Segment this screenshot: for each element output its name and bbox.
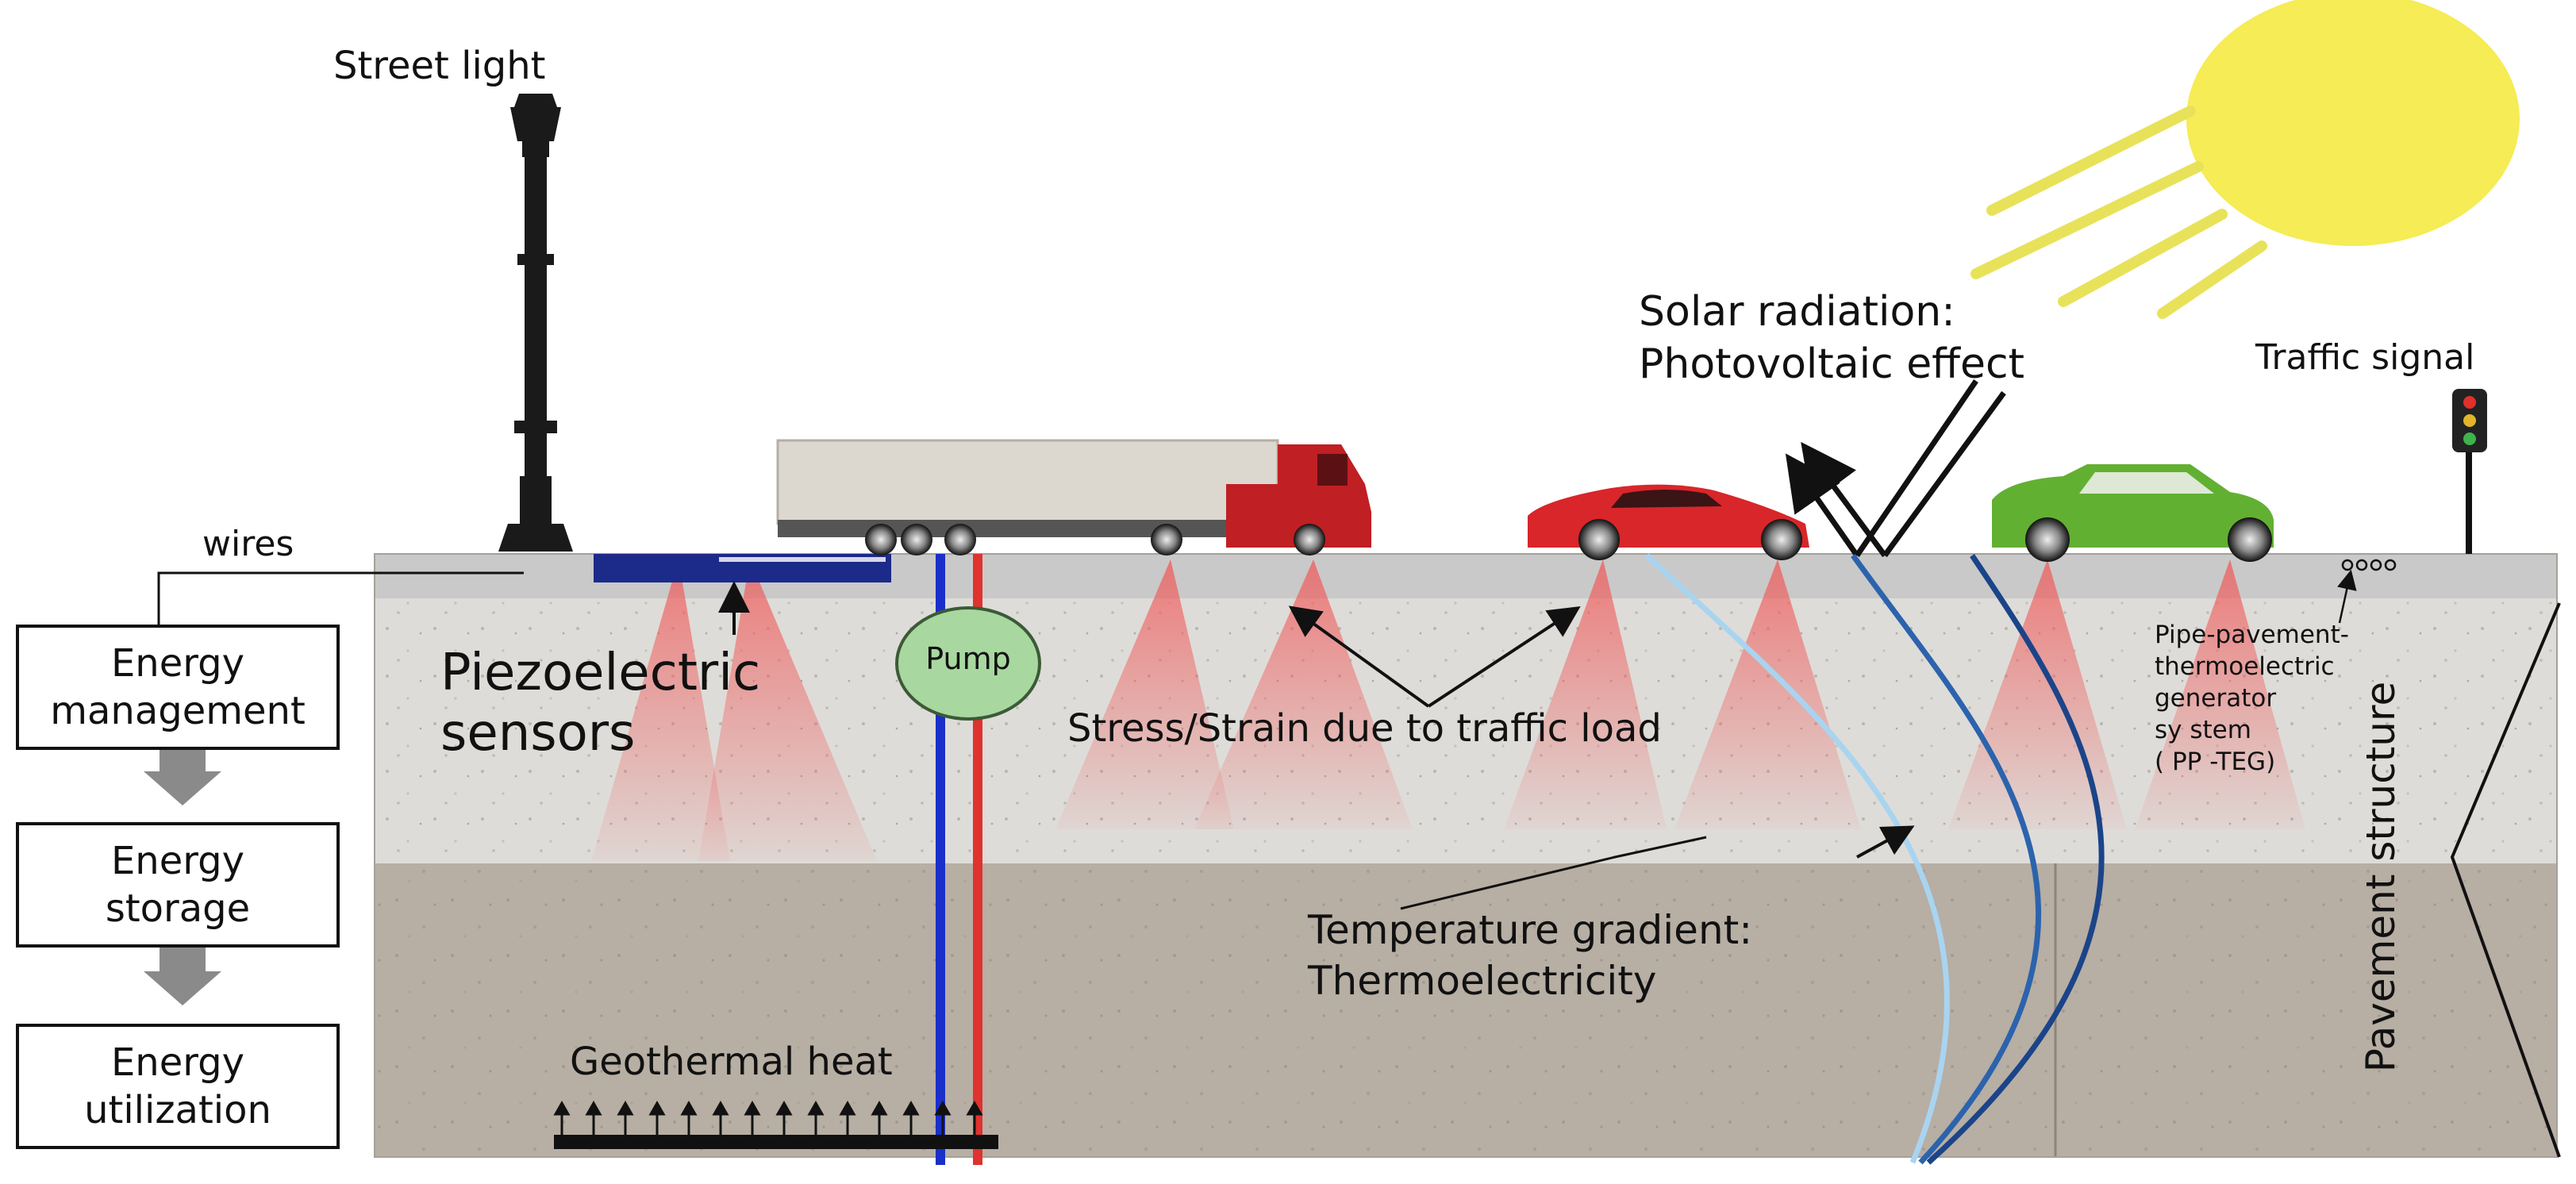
stress-strain-label: Stress/Strain due to traffic load [1067,706,1662,751]
stress-cones [591,559,2305,861]
street-light [498,94,573,552]
sun-disc [2186,0,2520,246]
gradient-curve-light [1644,553,1950,1164]
solar-arrows [1785,379,2006,558]
heat-arrow-head [839,1100,856,1116]
piezoelectric-plate [594,554,891,582]
traffic-signal [2452,389,2487,554]
green-suv [1992,464,2274,562]
heat-arrow-head [807,1100,825,1116]
stress-cone [1674,559,1861,829]
energy-utilization-box: Energy utilization [16,1024,340,1149]
piezoelectric-sensors-label: Piezoelectric sensors [440,644,761,763]
heat-arrow-head [775,1100,793,1116]
energy-flow-arrows [144,744,221,1005]
heat-arrow-head [871,1100,888,1116]
heat-arrow-head [585,1100,602,1116]
temperature-gradient-label: Temperature gradient: Thermoelectricity [1308,907,1753,1004]
energy-storage-box: Energy storage [16,822,340,948]
pavement-structure-label: Pavement structure [2358,681,2404,1073]
geothermal-heat-arrows [553,1100,983,1135]
temperature-gradient-curves [1644,553,2105,1165]
stress-pointer-arrows [1288,605,1581,708]
stress-cone [1504,559,1667,829]
stress-cone [1194,559,1413,829]
heat-arrow-head [902,1100,920,1116]
flow-arrow [144,944,221,1005]
geothermal-heat-label: Geothermal heat [570,1040,893,1084]
pump [895,606,1041,721]
pump-label: Pump [925,641,1011,676]
sun-rays [1970,106,2267,319]
pavement-structure-bracket [2450,602,2561,1158]
energy-management-box: Energy management [16,625,340,750]
pp-teg-pointer [2337,569,2357,624]
stress-cone [591,559,730,861]
flow-arrow [144,744,221,805]
heat-arrow-head [680,1100,698,1116]
temperature-pointer-arrow [1856,825,1915,859]
heat-arrow-head [712,1100,729,1116]
geothermal-heat-bar [553,1100,998,1149]
street-light-label: Street light [333,44,546,88]
wires-label: wires [202,524,294,564]
gradient-curve-dark [1926,554,2105,1165]
truck-wheels [865,524,1325,555]
energy-management-label: Energy management [50,641,306,733]
heat-arrow-head [648,1100,666,1116]
stress-cone [1055,559,1234,829]
heat-arrow-head [553,1100,571,1116]
stress-cone [698,559,877,861]
red-sports-car [1528,484,1809,560]
traffic-signal-label: Traffic signal [2255,337,2475,378]
pp-teg-label: Pipe-pavement- thermoelectric generator … [2155,621,2349,776]
heat-arrow-head [744,1100,761,1116]
wires [157,571,524,625]
temperature-pointer [1400,836,1707,910]
stress-cone [2135,559,2305,829]
energy-utilization-label: Energy utilization [84,1040,271,1132]
truck [776,439,1371,555]
heat-arrow-head [966,1100,983,1116]
gradient-curve-mid [1851,553,2042,1165]
sun [1970,0,2520,319]
heat-arrow-head [617,1100,634,1116]
solar-radiation-label: Solar radiation: Photovoltaic effect [1639,288,2024,388]
heat-arrow-head [934,1100,952,1116]
energy-storage-label: Energy storage [105,839,251,931]
truck-trailer [776,439,1279,525]
